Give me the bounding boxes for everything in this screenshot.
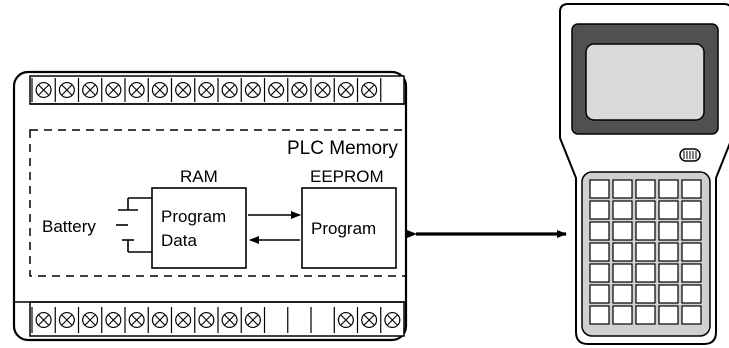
terminal-screw-cross <box>84 84 96 96</box>
ram-box <box>151 187 247 269</box>
keypad-key <box>635 200 656 220</box>
keypad-key <box>589 242 610 262</box>
ram-title: RAM <box>180 167 218 186</box>
terminal-screw-cross <box>200 84 212 96</box>
ram-program-label: Program <box>161 207 226 226</box>
keypad-key <box>658 200 679 220</box>
keypad-key <box>658 221 679 241</box>
keypad-key <box>658 263 679 283</box>
keypad-key <box>589 284 610 304</box>
keypad-key <box>612 305 633 325</box>
terminal-screw-cross <box>317 84 329 96</box>
terminal-screw-cross <box>247 314 259 326</box>
plc-memory-region <box>29 129 407 277</box>
terminal-screw-cross <box>340 84 352 96</box>
plc-unit: PLC Memory RAM Program Data EEPROM Progr… <box>12 70 408 342</box>
terminal-screw-cross <box>84 314 96 326</box>
terminal-screw-cross <box>363 84 375 96</box>
terminal-screw-cross <box>177 84 189 96</box>
keypad-key <box>681 200 702 220</box>
keypad-grid <box>589 179 702 325</box>
terminal-screw-cross <box>340 314 352 326</box>
keypad-key <box>612 263 633 283</box>
keypad-key <box>589 263 610 283</box>
keypad-key <box>589 305 610 325</box>
terminal-screw-cross <box>61 314 73 326</box>
terminal-screw-cross <box>38 314 50 326</box>
keypad-key <box>681 284 702 304</box>
eeprom-title: EEPROM <box>310 167 384 186</box>
keypad-key <box>681 263 702 283</box>
keypad-key <box>635 242 656 262</box>
terminal-screw-cross <box>293 84 305 96</box>
keypad-key <box>589 221 610 241</box>
keypad-key <box>612 284 633 304</box>
terminal-screw-cross <box>177 314 189 326</box>
plc-memory-label: PLC Memory <box>287 138 398 159</box>
terminal-screw-cross <box>224 84 236 96</box>
terminal-screw-cross <box>154 84 166 96</box>
keypad-key <box>589 179 610 199</box>
terminal-screw-cross <box>363 314 375 326</box>
terminal-screw-cross <box>107 84 119 96</box>
keypad-key <box>681 305 702 325</box>
terminal-screw-cross <box>154 314 166 326</box>
keypad-key <box>635 284 656 304</box>
terminal-screw-cross <box>131 314 143 326</box>
terminal-screw-cross <box>38 84 50 96</box>
keypad-key <box>612 221 633 241</box>
terminal-screw-cross <box>131 84 143 96</box>
ram-data-label: Data <box>161 231 197 250</box>
keypad-key <box>658 284 679 304</box>
battery-symbol <box>116 197 152 253</box>
terminal-screw-cross <box>200 314 212 326</box>
eeprom-program-label: Program <box>311 219 376 238</box>
handheld-programmer <box>559 3 729 345</box>
keypad-key <box>635 221 656 241</box>
keypad-key <box>681 179 702 199</box>
keypad-key <box>612 200 633 220</box>
keypad-key <box>635 263 656 283</box>
terminal-screw-cross <box>61 84 73 96</box>
keypad-key <box>681 221 702 241</box>
keypad-key <box>658 242 679 262</box>
keypad-key <box>681 242 702 262</box>
keypad-key <box>589 200 610 220</box>
terminal-screw-cross <box>224 314 236 326</box>
keypad-key <box>635 179 656 199</box>
terminal-screw-cross <box>270 84 282 96</box>
programmer-screen <box>585 43 705 121</box>
terminal-screw-cross <box>386 314 398 326</box>
eeprom-box <box>301 187 397 269</box>
keypad-key <box>635 305 656 325</box>
keypad-key <box>612 179 633 199</box>
keypad-key <box>612 242 633 262</box>
terminal-screw-cross <box>247 84 259 96</box>
bottom-terminal-strip <box>14 301 406 337</box>
programmer-connector-icon <box>679 148 701 162</box>
battery-label: Battery <box>42 217 96 236</box>
keypad-key <box>658 179 679 199</box>
keypad-key <box>658 305 679 325</box>
top-terminal-strip <box>29 75 406 105</box>
terminal-screw-cross <box>107 314 119 326</box>
